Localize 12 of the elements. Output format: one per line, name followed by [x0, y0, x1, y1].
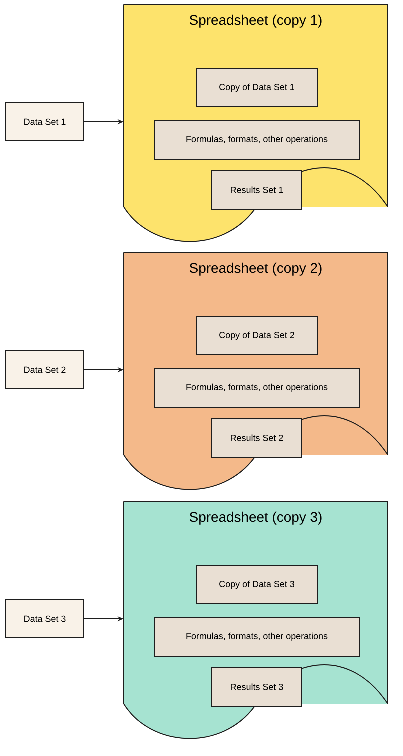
process-box: Data Set 3: [6, 600, 84, 638]
process-box: Results Set 1: [212, 170, 302, 210]
process-box: Results Set 2: [212, 418, 302, 458]
process-box: Data Set 1: [6, 102, 84, 142]
process-box: Copy of Data Set 2: [196, 316, 318, 356]
process-box: Copy of Data Set 1: [196, 68, 318, 108]
process-box: Data Set 2: [6, 350, 84, 390]
process-box: Formulas, formats, other operations: [154, 368, 360, 408]
process-box: Formulas, formats, other operations: [154, 617, 360, 657]
process-box: Results Set 3: [212, 667, 302, 707]
process-box: Formulas, formats, other operations: [154, 120, 360, 160]
process-box: Copy of Data Set 3: [196, 566, 318, 604]
